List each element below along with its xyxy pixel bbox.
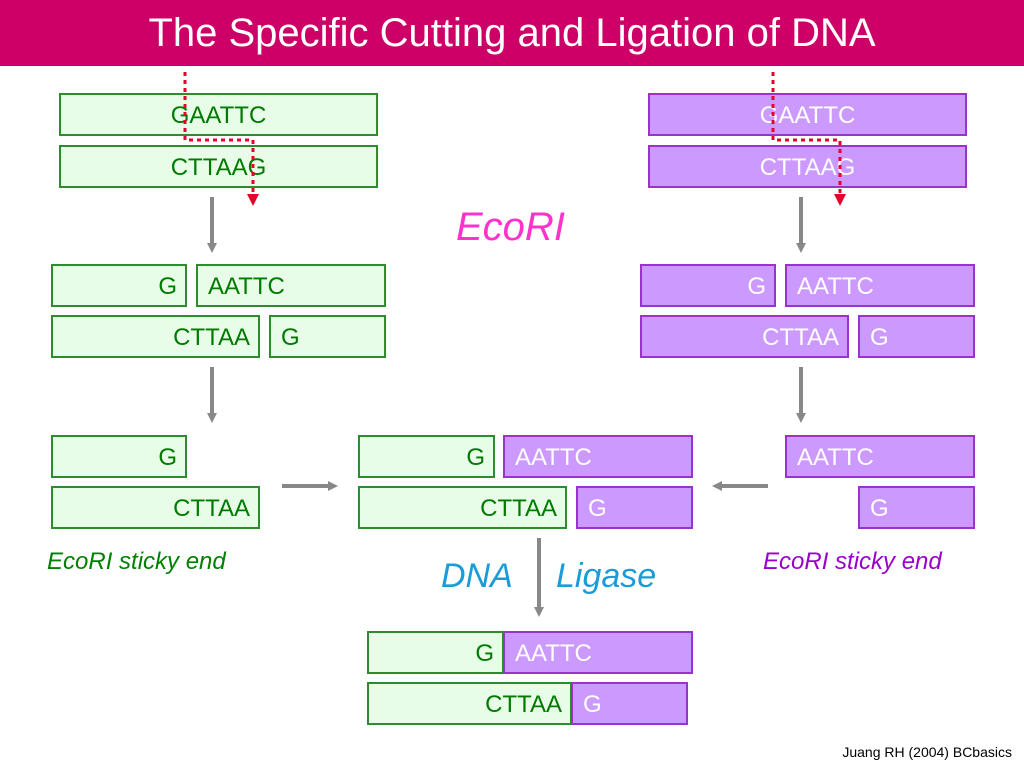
left-sticky-top-g: G	[51, 435, 187, 478]
annealed-top-aattc: AATTC	[503, 435, 693, 478]
annealed-bottom-g: G	[576, 486, 693, 529]
right-dna-bottom-strand: CTTAAG	[648, 145, 967, 188]
credit-text: Juang RH (2004) BCbasics	[842, 744, 1012, 760]
ligase-label-ligase: Ligase	[556, 557, 657, 595]
annealed-top-g: G	[358, 435, 495, 478]
right-cut-top-aattc: AATTC	[785, 264, 975, 307]
right-sticky-bottom-g: G	[858, 486, 975, 529]
ligated-bottom-g: G	[571, 682, 688, 725]
left-cut-top-aattc: AATTC	[196, 264, 386, 307]
right-sticky-end-label: EcoRI sticky end	[763, 548, 942, 575]
enzyme-label: EcoRI	[456, 205, 565, 249]
ligated-top-g: G	[367, 631, 504, 674]
left-sticky-end-label: EcoRI sticky end	[47, 548, 226, 575]
left-cut-bottom-g: G	[269, 315, 386, 358]
ligase-label-dna: DNA	[441, 557, 513, 595]
ligated-bottom-cttaa: CTTAA	[367, 682, 572, 725]
left-sticky-bottom-cttaa: CTTAA	[51, 486, 260, 529]
right-cut-bottom-g: G	[858, 315, 975, 358]
left-cut-top-g: G	[51, 264, 187, 307]
slide-title: The Specific Cutting and Ligation of DNA	[0, 0, 1024, 66]
right-dna-top-strand: GAATTC	[648, 93, 967, 136]
ligated-top-aattc: AATTC	[503, 631, 693, 674]
left-cut-bottom-cttaa: CTTAA	[51, 315, 260, 358]
left-dna-bottom-strand: CTTAAG	[59, 145, 378, 188]
right-cut-top-g: G	[640, 264, 776, 307]
annealed-bottom-cttaa: CTTAA	[358, 486, 567, 529]
right-sticky-top-aattc: AATTC	[785, 435, 975, 478]
right-cut-bottom-cttaa: CTTAA	[640, 315, 849, 358]
left-dna-top-strand: GAATTC	[59, 93, 378, 136]
